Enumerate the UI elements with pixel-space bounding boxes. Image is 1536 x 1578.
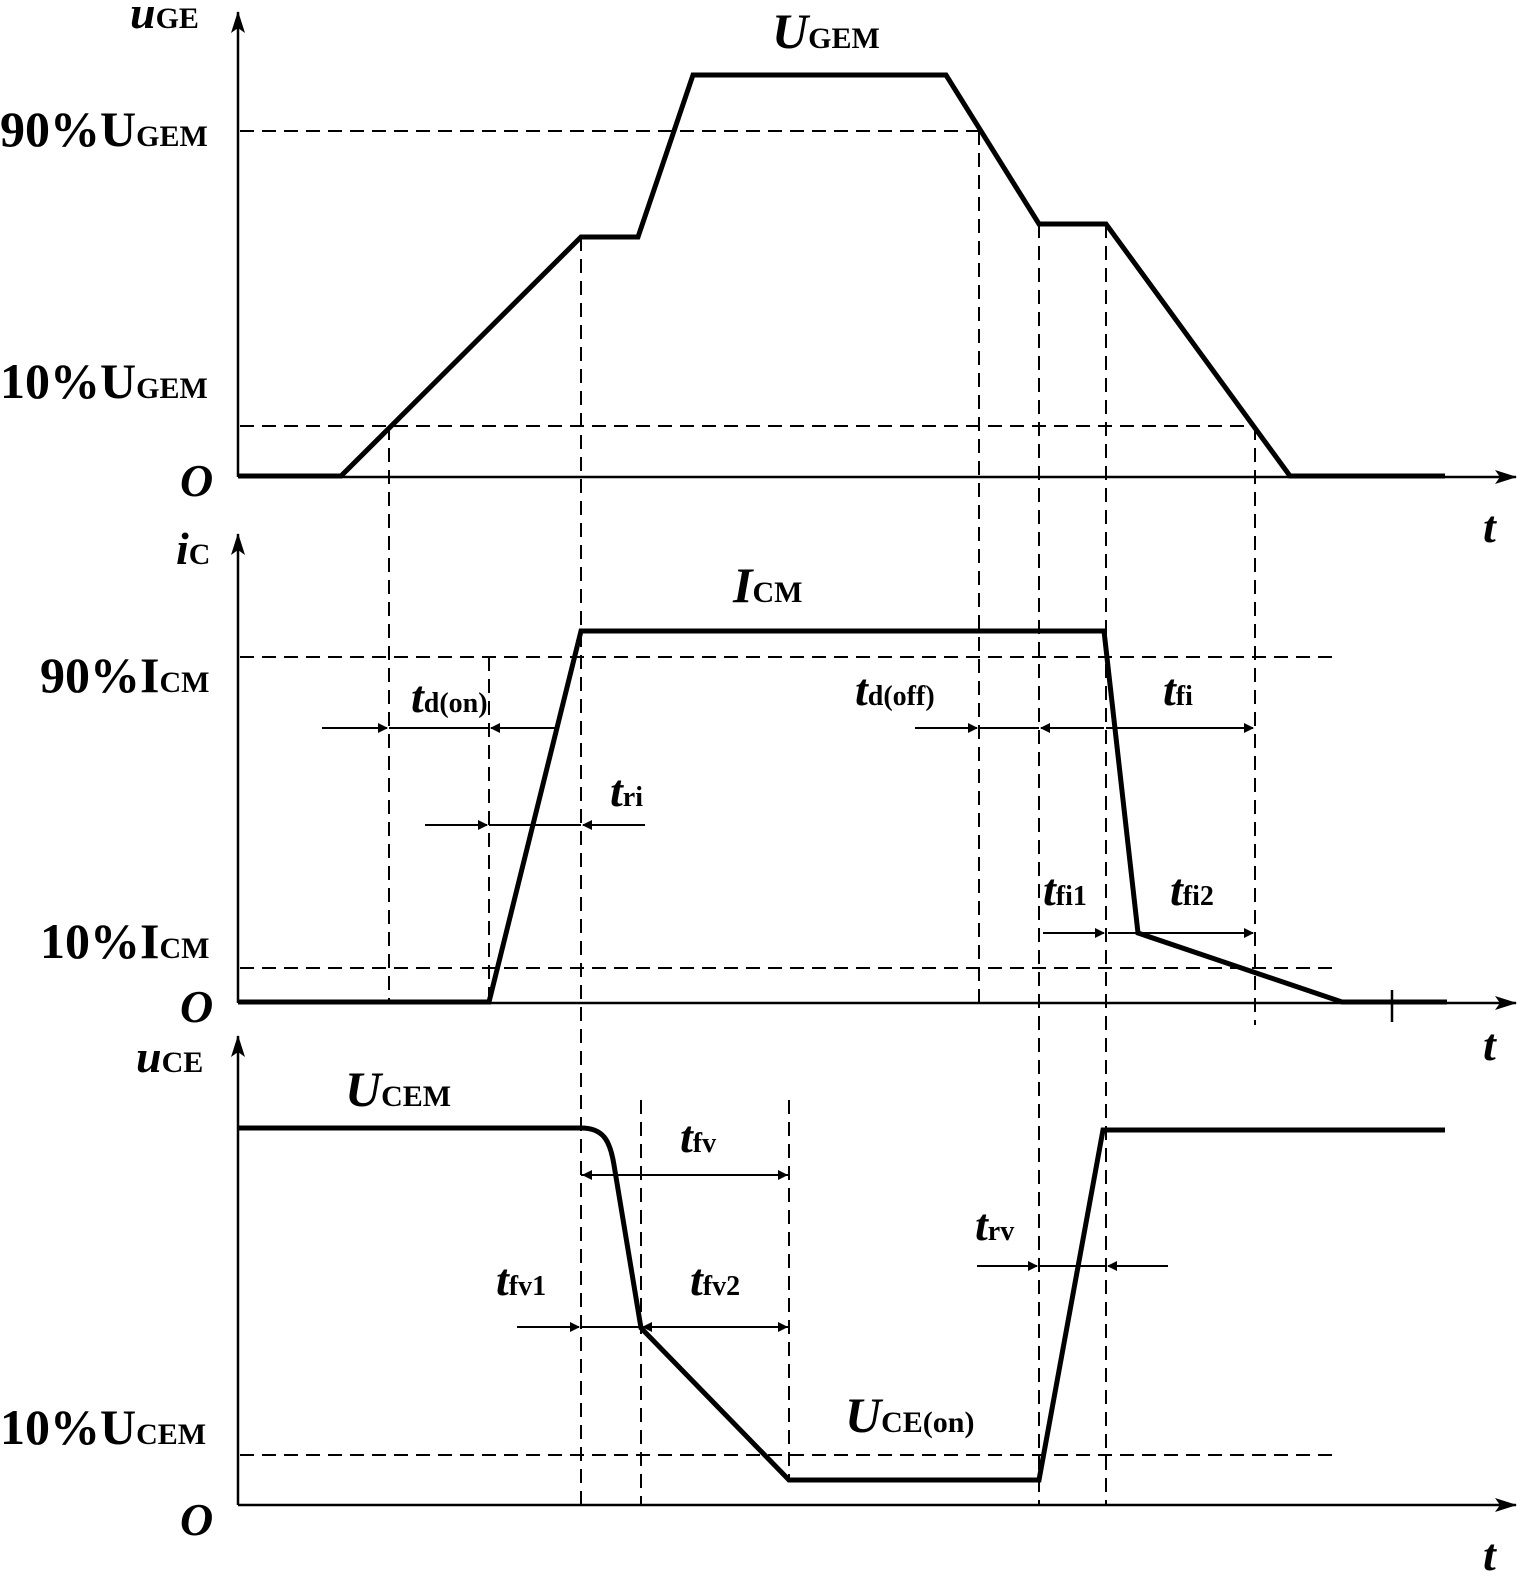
uc-waveform	[238, 1125, 1445, 1483]
ic-90pct-label: 90%ICM	[40, 647, 209, 703]
td-on-label: td(on)	[411, 671, 488, 722]
ic-axis-label: iC	[176, 523, 210, 574]
ic-waveform	[238, 628, 1447, 1005]
tfv-label: tfv	[680, 1111, 716, 1162]
ic-time-axis-label: t	[1483, 1019, 1497, 1070]
uc-on-label: UCE(on)	[845, 1387, 974, 1443]
ic-peak-label: ICM	[732, 557, 802, 613]
uc-10pct-label: 10%UCEM	[0, 1399, 206, 1455]
ug-time-axis-label: t	[1483, 501, 1497, 552]
horizontal-reference-lines	[240, 130, 1335, 1456]
tfi1-label: tfi1	[1043, 864, 1087, 915]
ug-waveform	[238, 72, 1445, 479]
tfv2-label: tfv2	[690, 1254, 740, 1305]
ug-90pct-label: 90%UGEM	[0, 101, 208, 157]
tfi2-label: tfi2	[1170, 864, 1214, 915]
uc-axis-label: uCE	[136, 1031, 203, 1082]
ug-peak-label: UGEM	[772, 3, 880, 59]
vertical-time-markers	[388, 131, 1394, 1505]
ic-origin-label: O	[180, 981, 213, 1032]
trv-label: trv	[975, 1199, 1014, 1250]
ug-10pct-label: 10%UGEM	[0, 353, 208, 409]
ug-origin-label: O	[180, 455, 213, 506]
ic-10pct-label: 10%ICM	[40, 913, 209, 969]
tri-label: tri	[610, 765, 643, 816]
ug-axes	[231, 11, 1517, 484]
tfi-label: tfi	[1163, 664, 1193, 715]
uc-axes	[231, 1035, 1517, 1512]
td-off-label: td(off)	[855, 664, 935, 715]
ug-axis-label: uGE	[130, 0, 199, 38]
uc-origin-label: O	[180, 1494, 213, 1545]
uc-time-axis-label: t	[1483, 1529, 1497, 1578]
ic-axes	[231, 533, 1517, 1010]
tfv1-label: tfv1	[496, 1254, 546, 1305]
uc-peak-label: UCEM	[345, 1061, 451, 1117]
